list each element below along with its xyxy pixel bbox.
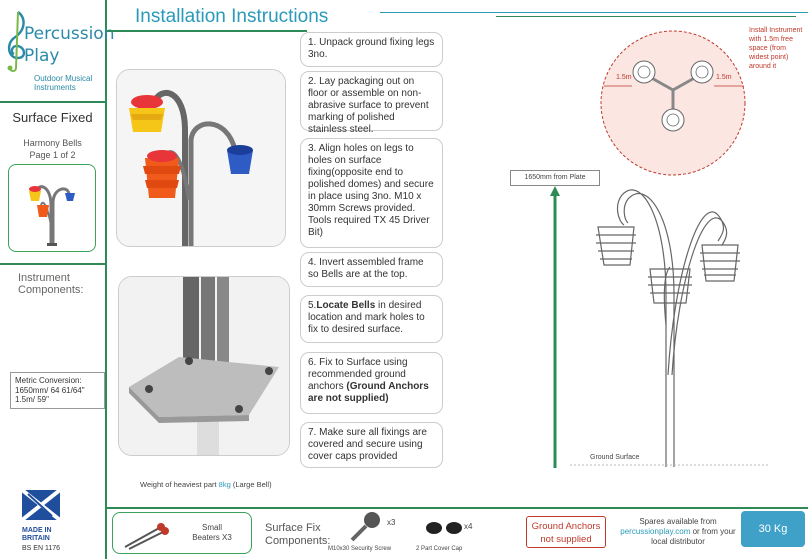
metric-space: 1.5m/ 59" <box>15 395 49 404</box>
step-6: 6. Fix to Surface using recommended grou… <box>300 352 443 414</box>
header-rule-left <box>107 30 307 32</box>
step-7: 7. Make sure all fixings are covered and… <box>300 422 443 468</box>
step-3: 3. Align holes on legs to holes on surfa… <box>300 138 443 248</box>
ground-anchors-notice: Ground Anchors not supplied <box>526 516 606 548</box>
sidebar-divider <box>105 0 107 559</box>
treble-clef-icon <box>7 11 26 72</box>
cover-cap-icon <box>426 522 462 534</box>
header-rule-right <box>380 12 808 13</box>
beaters-box: Small Beaters X3 <box>112 512 252 554</box>
clearance-diagram: 1.5m 1.5m <box>598 28 748 178</box>
weight-note: Weight of heaviest part 8kg (Large Bell) <box>140 480 272 489</box>
page-indicator: Page 1 of 2 <box>29 150 76 160</box>
height-label: 1650mm from Plate <box>510 170 600 186</box>
logo: Percussion Play Outdoor Musical Instrume… <box>4 8 114 98</box>
screw-icon <box>350 512 380 542</box>
product-thumbnail <box>8 164 96 252</box>
logo-subtitle-2: Instruments <box>34 83 76 92</box>
step-4: 4. Invert assembled frame so Bells are a… <box>300 252 443 287</box>
spares-link[interactable]: percussionplay.com <box>620 527 691 536</box>
cap-qty: x4 <box>464 522 473 531</box>
fix-components-label: Surface Fix Components: <box>265 522 331 547</box>
dim-right: 1.5m <box>716 74 732 81</box>
metric-title: Metric Conversion: <box>15 376 82 385</box>
dim-left: 1.5m <box>616 74 632 81</box>
standard-label: BS EN 1176 <box>22 545 61 552</box>
screw-qty: x3 <box>387 518 396 527</box>
spares-info: Spares available from percussionplay.com… <box>620 517 736 546</box>
total-weight-badge: 30 Kg <box>741 511 805 547</box>
height-arrow-icon <box>550 186 560 468</box>
components-label: Instrument Components: <box>18 272 84 296</box>
beater-icon <box>124 523 169 550</box>
metric-conversion-box: Metric Conversion: 1650mm/ 64 61/64" 1.5… <box>10 372 105 409</box>
ground-label: Ground Surface <box>590 454 640 461</box>
sidebar-rule-1 <box>0 101 106 103</box>
logo-brand-1: ercussion <box>33 24 115 44</box>
base-plate-photo <box>118 276 290 456</box>
step-5: 5.Locate Bells in desired location and m… <box>300 295 443 343</box>
logo-subtitle-1: Outdoor Musical <box>34 74 93 83</box>
beaters-label-2: Beaters X3 <box>192 533 232 542</box>
page-title: Installation Instructions <box>135 6 329 27</box>
cap-label: 2 Part Cover Cap <box>416 546 463 552</box>
logo-brand-2: lay <box>34 46 60 66</box>
step-2: 2. Lay packaging out on floor or assembl… <box>300 71 443 135</box>
footer-rule <box>107 507 808 509</box>
britain-flag-icon <box>20 488 62 522</box>
made-in-britain-badge: MADE IN BRITAIN BS EN 1176 <box>20 488 64 552</box>
metric-height: 1650mm/ 64 61/64" <box>15 385 85 395</box>
product-name: Harmony Bells <box>23 138 82 148</box>
header-rule-right-2 <box>496 16 796 17</box>
screw-label: M10x30 Security Screw <box>328 546 392 552</box>
beaters-label-1: Small <box>201 523 222 532</box>
step-1: 1. Unpack ground fixing legs 3no. <box>300 32 443 67</box>
sidebar-rule-2 <box>0 263 106 265</box>
mount-type: Surface Fixed <box>12 110 93 125</box>
bells-photo <box>116 69 286 247</box>
space-note: Install Instrument with 1.5m free space … <box>749 27 803 70</box>
instrument-line-drawing <box>570 189 770 467</box>
